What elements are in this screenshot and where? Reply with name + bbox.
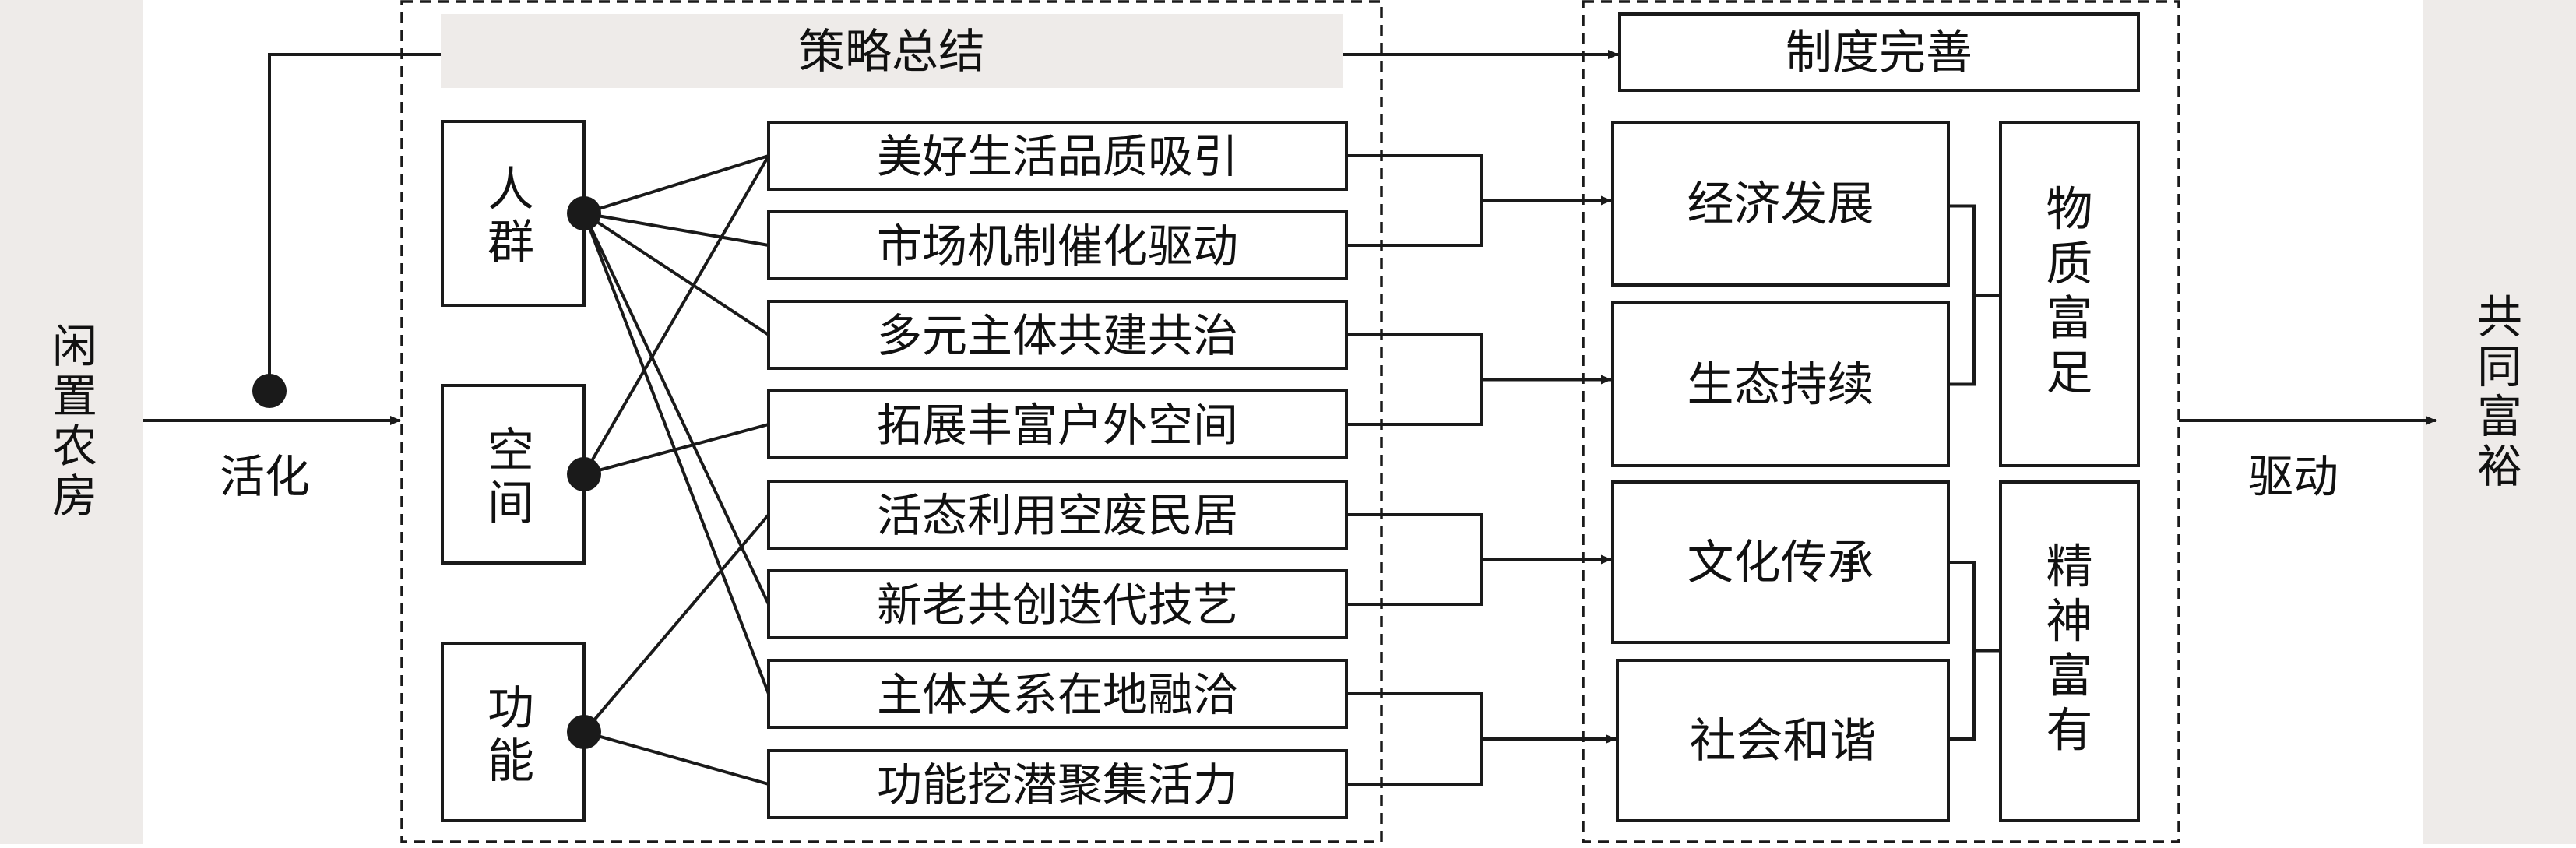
- outcome-box-2: [1611, 301, 1950, 467]
- strategy-label-6: 新老共创迭代技艺: [877, 579, 1238, 632]
- category-dot-function: [567, 715, 601, 749]
- drive-label: 驱动: [2248, 450, 2338, 503]
- strategy-label-3: 多元主体共建共治: [877, 309, 1238, 362]
- group-label-1: 物质富足: [2046, 183, 2093, 401]
- strategy-box-1: [767, 121, 1348, 191]
- right-sidebar-panel: [2423, 0, 2576, 844]
- group-bracket-2: [1948, 561, 2001, 741]
- category-dot-people: [567, 196, 601, 230]
- strategy-label-5: 活态利用空废民居: [877, 489, 1238, 542]
- institution-header-box: [1618, 12, 2140, 92]
- category-dot-space: [567, 457, 601, 491]
- category-box-function: [441, 642, 586, 822]
- strategy-box-3: [767, 300, 1348, 370]
- link-people-strategy-3: [582, 212, 770, 336]
- category-box-space: [441, 384, 586, 565]
- group-bracket-1: [1948, 204, 2001, 386]
- strategy-dashed-frame: [400, 0, 1383, 843]
- strategy-box-5: [767, 480, 1348, 550]
- outcome-box-1: [1611, 121, 1950, 287]
- right-sidebar-label: 共同富裕: [2477, 290, 2522, 493]
- strategy-label-1: 美好生活品质吸引: [877, 130, 1238, 183]
- outcome-label-2: 生态持续: [1687, 358, 1874, 413]
- link-function-strategy-8: [583, 730, 769, 786]
- activate-junction-dot: [252, 374, 287, 408]
- left-sidebar-label: 闲置农房: [52, 320, 97, 523]
- outcome-box-3: [1611, 480, 1950, 644]
- group-box-1: [1999, 121, 2140, 467]
- merge-bracket-4: [1346, 692, 1483, 786]
- link-space-strategy-1: [582, 154, 770, 476]
- strategy-label-8: 功能挖潜聚集活力: [877, 758, 1238, 811]
- strategy-box-8: [767, 749, 1348, 819]
- merge-bracket-3: [1346, 513, 1483, 606]
- left-sidebar-panel: [0, 0, 143, 844]
- link-people-strategy-6: [582, 213, 770, 605]
- strategy-box-6: [767, 569, 1348, 639]
- outcome-box-4: [1616, 659, 1950, 822]
- link-function-strategy-5: [582, 513, 770, 734]
- merge-bracket-2: [1346, 333, 1483, 426]
- institution-header: 制度完善: [1786, 26, 1972, 80]
- group-label-2: 精神富有: [2046, 540, 2093, 758]
- strategy-header: 策略总结: [798, 25, 985, 79]
- strategy-box-7: [767, 659, 1348, 729]
- outcome-label-1: 经济发展: [1687, 178, 1874, 232]
- strategy-label-4: 拓展丰富户外空间: [877, 399, 1238, 452]
- link-people-strategy-2: [583, 212, 769, 247]
- outcome-label-3: 文化传承: [1687, 536, 1874, 590]
- category-label-space: 空间: [487, 424, 534, 531]
- link-space-strategy-4: [583, 423, 769, 476]
- merge-bracket-1: [1346, 154, 1483, 247]
- strategy-box-4: [767, 389, 1348, 459]
- strategy-box-2: [767, 210, 1348, 280]
- outcome-label-4: 社会和谐: [1690, 714, 1877, 769]
- strategy-header-bg: [441, 14, 1343, 88]
- group-box-2: [1999, 480, 2140, 822]
- strategy-label-7: 主体关系在地融洽: [877, 668, 1238, 721]
- link-people-strategy-1: [583, 154, 769, 215]
- category-label-people: 人群: [487, 163, 534, 270]
- activate-label: 活化: [220, 450, 310, 503]
- link-people-strategy-7: [582, 213, 770, 695]
- category-label-function: 功能: [487, 681, 534, 789]
- strategy-label-2: 市场机制催化驱动: [877, 220, 1238, 273]
